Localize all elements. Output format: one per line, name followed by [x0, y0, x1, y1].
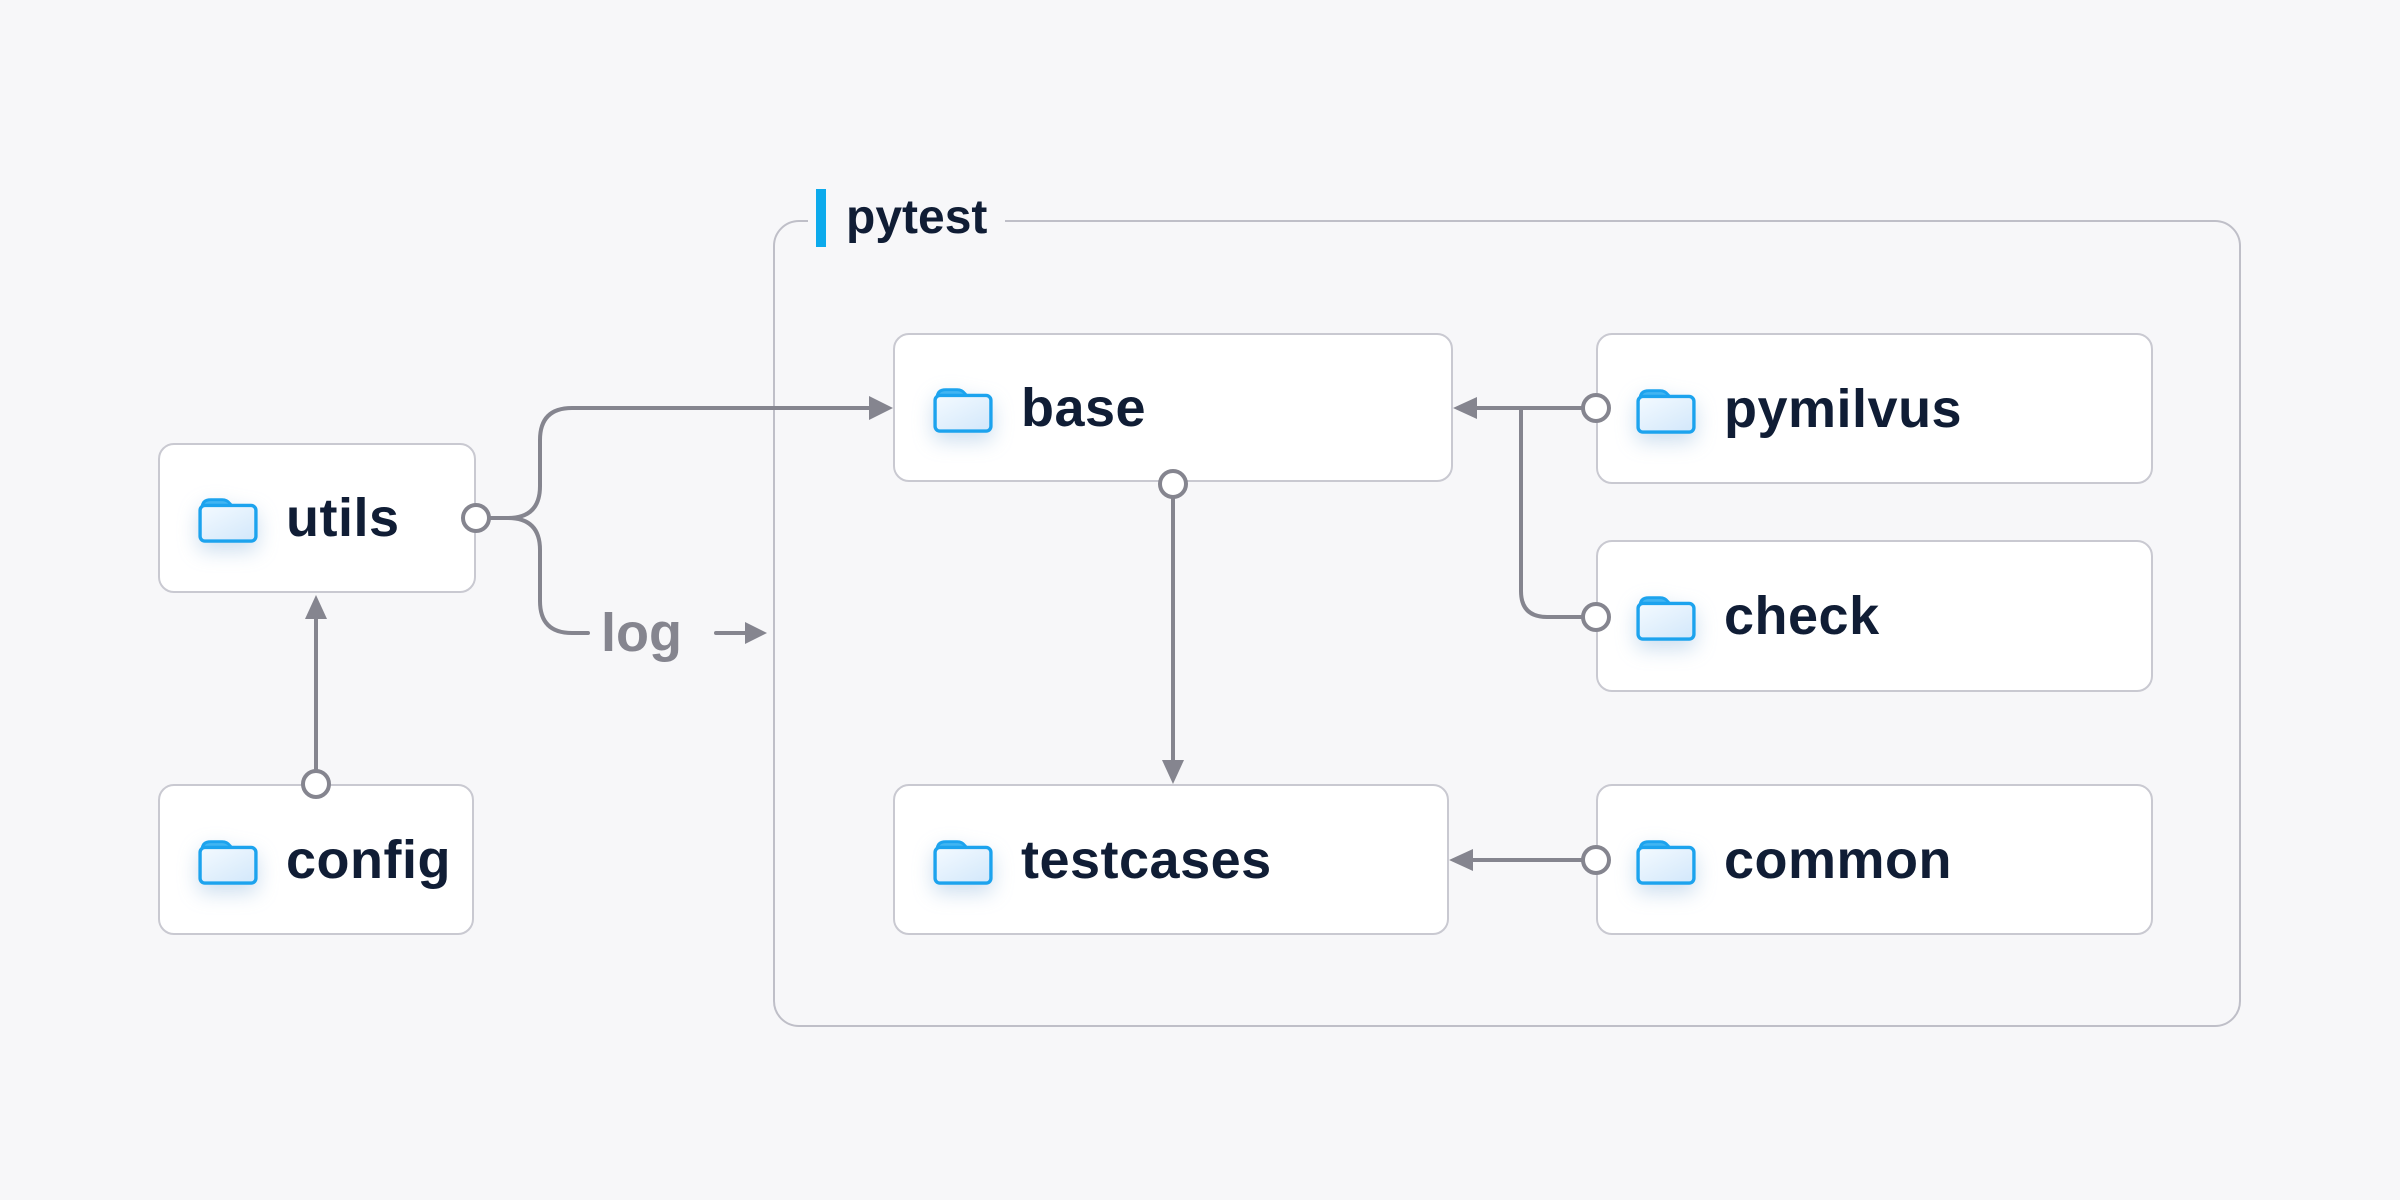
folder-icon — [1634, 834, 1698, 886]
node-label: common — [1724, 829, 1953, 890]
node-label: base — [1021, 377, 1147, 438]
node-config: config — [158, 784, 474, 935]
accent-bar — [816, 189, 826, 247]
pytest-container-label: pytest — [808, 186, 1006, 250]
log-arrow — [745, 622, 767, 644]
node-label: config — [286, 829, 451, 890]
pytest-container-title: pytest — [846, 191, 988, 244]
node-testcases: testcases — [893, 784, 1449, 935]
folder-icon — [1634, 590, 1698, 642]
folder-icon — [196, 492, 260, 544]
node-common: common — [1596, 784, 2153, 935]
folder-icon — [931, 834, 995, 886]
log-edge-label: log — [601, 603, 682, 663]
node-label: testcases — [1021, 829, 1272, 890]
node-label: pymilvus — [1724, 378, 1963, 439]
folder-icon — [196, 834, 260, 886]
node-utils: utils — [158, 443, 476, 593]
arrowhead-into-utils-bottom — [305, 595, 327, 619]
node-check: check — [1596, 540, 2153, 692]
node-base: base — [893, 333, 1453, 482]
folder-icon — [1634, 383, 1698, 435]
edge-config-utils — [305, 595, 327, 773]
node-label: utils — [286, 488, 400, 548]
folder-icon — [931, 382, 995, 434]
pytest-container — [773, 220, 2241, 1027]
node-pymilvus: pymilvus — [1596, 333, 2153, 484]
node-label: check — [1724, 586, 1880, 646]
